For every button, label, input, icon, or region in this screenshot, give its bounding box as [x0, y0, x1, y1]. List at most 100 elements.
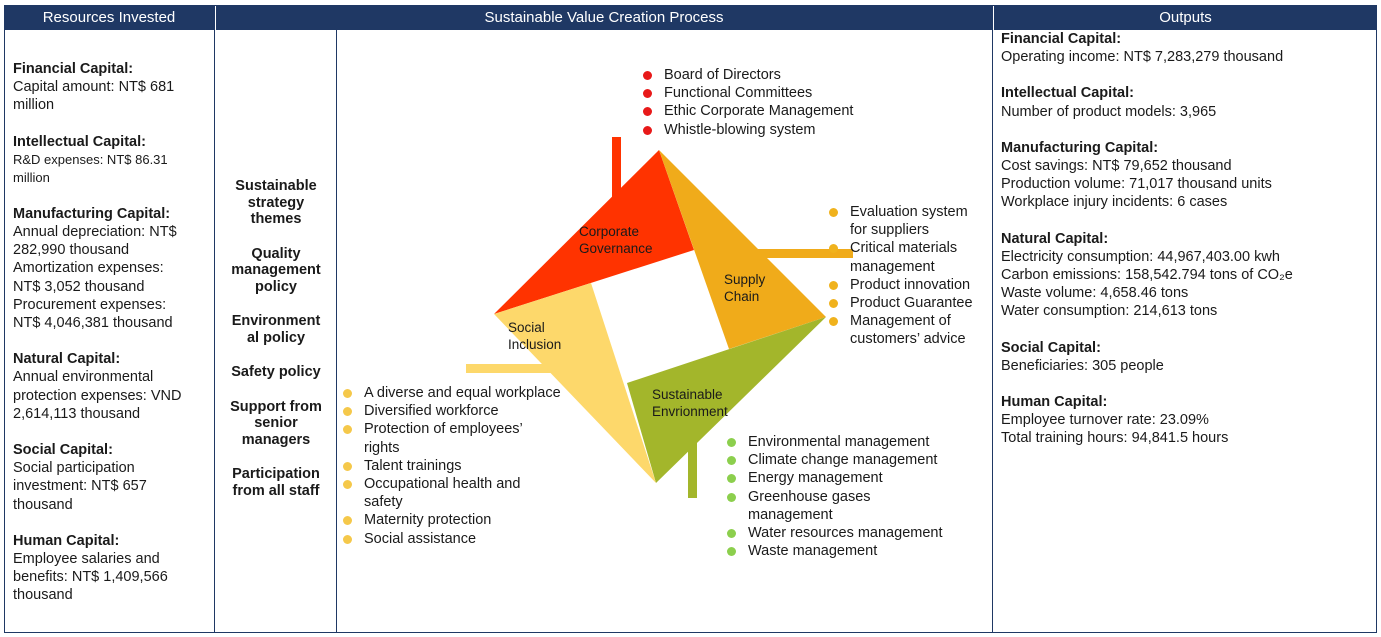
outputs-column: Financial Capital: Operating income: NT$… — [1001, 30, 1371, 466]
theme-quality: Quality management policy — [216, 246, 336, 296]
resource-title: Financial Capital: — [13, 61, 134, 77]
divider-outputs — [992, 6, 993, 633]
supply-segment — [659, 150, 826, 349]
output-title: Social Capital: — [1001, 339, 1101, 356]
list-item: Water resources management — [725, 524, 943, 542]
social-label: Social Inclusion — [508, 319, 561, 353]
output-title: Financial Capital: — [1001, 31, 1122, 47]
resource-line: Procurement expenses: — [13, 296, 167, 313]
label-line: Chain — [724, 289, 760, 304]
item-text: Social assistance — [364, 530, 477, 547]
list-item: Social assistance — [341, 530, 561, 548]
list-item: Product innovation — [827, 276, 973, 294]
output-line: Cost savings: NT$ 79,652 thousand — [1001, 158, 1232, 175]
red-bullet-icon — [643, 125, 652, 135]
environment-list: Environmental management Climate change … — [725, 433, 943, 560]
orange-bullet-icon — [829, 208, 838, 217]
item-text: Occupational health and — [364, 476, 521, 493]
resource-line: million — [13, 169, 50, 185]
red-bullet-icon — [643, 71, 652, 80]
environment-label: Sustainable Envrionment — [652, 386, 728, 420]
list-item: Functional Committees — [641, 84, 853, 102]
label-line: Sustainable — [652, 387, 723, 402]
output-line: Electricity consumption: 44,967,403.00 k… — [1001, 248, 1280, 265]
label-line: Envrionment — [652, 404, 728, 419]
resource-line: Annual environmental — [13, 369, 154, 386]
theme-support: Support from senior managers — [216, 399, 336, 449]
yellow-bullet-icon — [343, 480, 352, 490]
green-bullet-icon — [727, 438, 736, 447]
social-segment — [494, 283, 656, 483]
item-text: Critical materials — [850, 240, 958, 257]
output-social: Social Capital: Beneficiaries: 305 peopl… — [1001, 339, 1371, 375]
theme-safety: Safety policy — [216, 364, 336, 381]
label-line: Supply — [724, 272, 766, 287]
green-bullet-icon — [727, 456, 736, 466]
themes-column: Sustainable strategy themes Quality mana… — [216, 178, 336, 517]
green-bullet-icon — [727, 529, 736, 539]
green-bullet-icon — [727, 474, 736, 484]
output-title: Manufacturing Capital: — [1001, 139, 1159, 156]
resource-title: Social Capital: — [13, 442, 113, 459]
item-text: Functional Committees — [664, 85, 813, 102]
list-item: Diversified workforce — [341, 402, 561, 420]
theme-line: al policy — [246, 329, 306, 346]
resource-line: million — [13, 97, 55, 114]
green-bullet-icon — [727, 492, 736, 502]
item-text: Ethic Corporate Management — [664, 103, 854, 120]
theme-line: Participation — [232, 466, 320, 482]
orange-bullet-icon — [829, 317, 838, 327]
environment-segment — [627, 317, 826, 483]
resource-line: thousand — [13, 587, 73, 604]
item-text: Management of — [850, 313, 951, 330]
theme-line: Safety policy — [231, 364, 321, 380]
label-line: Corporate — [579, 224, 640, 239]
item-text: Waste management — [748, 543, 878, 560]
resource-natural: Natural Capital: Annual environmental pr… — [13, 350, 213, 423]
output-line: Number of product models: 3,965 — [1001, 103, 1217, 120]
theme-strategy: Sustainable strategy themes — [216, 178, 336, 228]
outer-frame — [4, 5, 1377, 633]
social-list: A diverse and equal workplace Diversifie… — [341, 384, 561, 548]
output-title: Intellectual Capital: — [1001, 85, 1134, 102]
supply-connector — [757, 249, 853, 258]
governance-segment — [494, 150, 694, 314]
resource-line: NT$ 4,046,381 thousand — [13, 315, 173, 332]
item-text: Water resources management — [748, 525, 943, 542]
theme-line: from all staff — [232, 482, 320, 499]
resource-line: investment: NT$ 657 — [13, 478, 147, 495]
yellow-bullet-icon — [343, 425, 352, 435]
output-line: Water consumption: 214,613 tons — [1001, 303, 1218, 320]
item-text: Board of Directors — [664, 67, 781, 83]
resource-title: Intellectual Capital: — [13, 133, 146, 150]
output-manufacturing: Manufacturing Capital: Cost savings: NT$… — [1001, 139, 1371, 212]
list-item: Environmental management — [725, 433, 943, 451]
resource-line: protection expenses: VND — [13, 387, 182, 404]
resource-line: thousand — [13, 496, 73, 513]
item-text: safety — [364, 494, 403, 511]
label-line: Social — [508, 320, 545, 335]
output-title: Human Capital: — [1001, 394, 1108, 411]
resource-line: Amortization expenses: — [13, 260, 164, 277]
yellow-bullet-icon — [343, 461, 352, 471]
theme-line: managers — [241, 431, 311, 448]
yellow-bullet-icon — [343, 516, 352, 526]
theme-line: Support from — [230, 398, 322, 415]
list-item: A diverse and equal workplace — [341, 384, 561, 402]
output-title: Natural Capital: — [1001, 230, 1109, 247]
label-line: Inclusion — [508, 337, 562, 352]
output-financial: Financial Capital: Operating income: NT$… — [1001, 30, 1371, 66]
supply-label: Supply Chain — [724, 271, 765, 305]
divider-themes — [336, 30, 337, 633]
item-text: customers’ advice — [850, 331, 966, 348]
output-line: Production volume: 71,017 thousand units — [1001, 176, 1272, 193]
item-text: Product Guarantee — [850, 295, 973, 312]
list-item: Energy management — [725, 469, 943, 487]
list-item: Whistle-blowing system — [641, 121, 853, 139]
orange-bullet-icon — [829, 280, 838, 290]
output-natural: Natural Capital: Electricity consumption… — [1001, 230, 1371, 321]
